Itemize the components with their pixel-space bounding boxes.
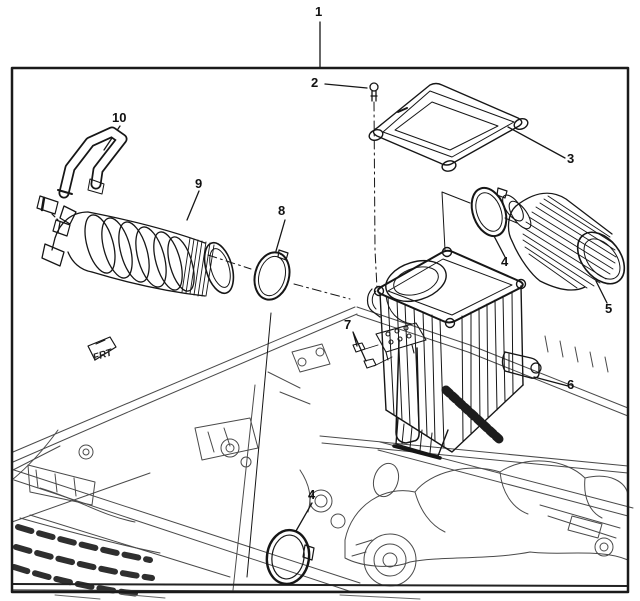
fastener-clips — [352, 322, 427, 369]
callout-10: 10 — [112, 110, 127, 125]
callout-4-lower: 4 — [308, 487, 316, 502]
leader-lines — [103, 21, 608, 578]
callout-2: 2 — [311, 75, 319, 90]
callout-3: 3 — [567, 151, 575, 166]
callout-1: 1 — [315, 4, 323, 19]
figure-frame — [10, 66, 630, 594]
engine-bay-background — [11, 306, 634, 593]
vent-hose — [36, 126, 128, 237]
front-grille — [11, 517, 629, 600]
callout-7: 7 — [344, 317, 352, 332]
cover-bolt — [369, 82, 379, 102]
installed-clamp — [265, 528, 315, 586]
callout-9: 9 — [195, 176, 203, 191]
callout-8: 8 — [278, 203, 286, 218]
callout-6: 6 — [567, 377, 575, 392]
air-cleaner-housing — [366, 246, 542, 460]
air-cleaner-cover — [368, 82, 529, 172]
callout-5: 5 — [605, 301, 613, 316]
duct-clamp — [253, 249, 291, 301]
callout-4-upper: 4 — [501, 254, 509, 269]
outlet-clamp — [470, 186, 508, 238]
air-filter-element — [502, 192, 626, 291]
frt-direction-arrow — [87, 336, 117, 361]
intake-air-duct — [41, 205, 235, 297]
